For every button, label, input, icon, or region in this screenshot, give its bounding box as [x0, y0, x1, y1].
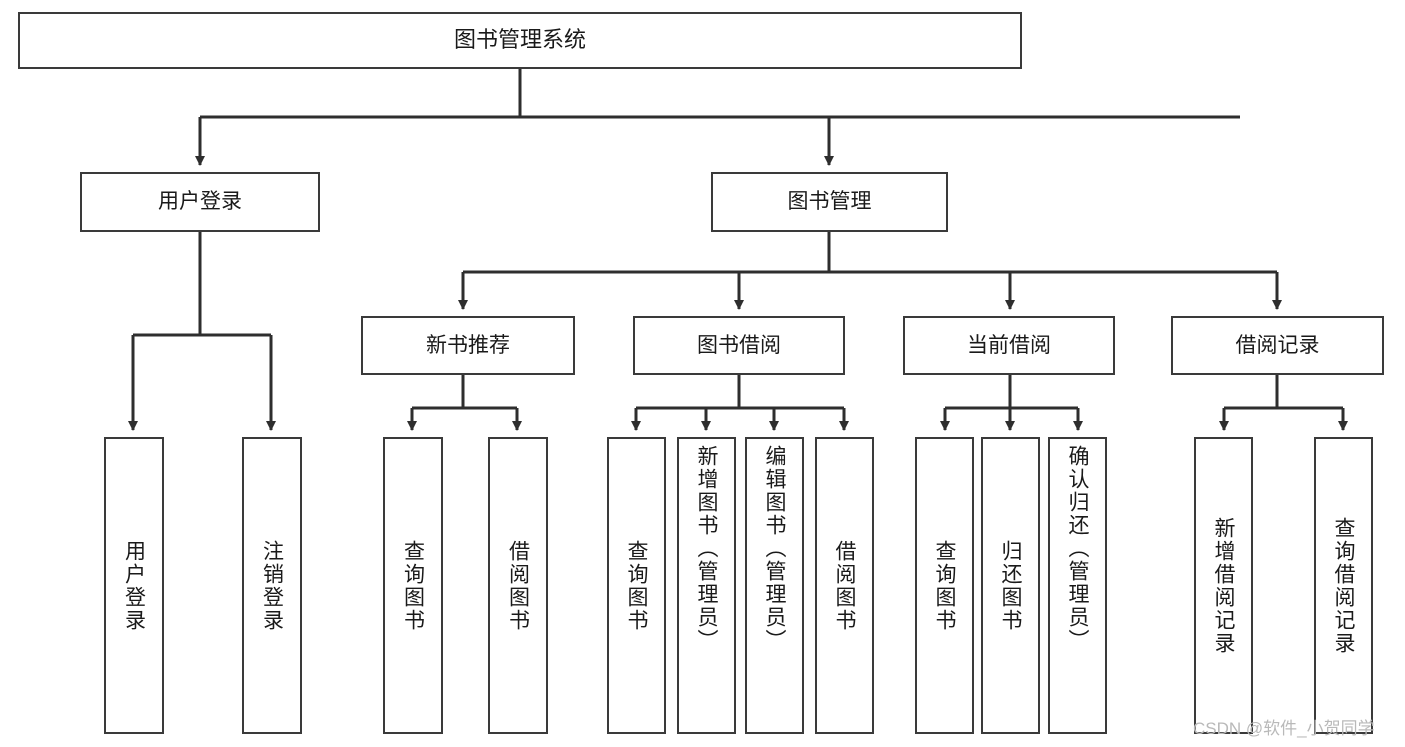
- node-borrow-record-label: 借阅记录: [1235, 333, 1320, 357]
- leaf-user-login[interactable]: 用户登录: [104, 437, 164, 734]
- leaf-logout-login[interactable]: 注销登录: [242, 437, 302, 734]
- connector-group-book-manage: [458, 232, 1282, 310]
- leaf-query-record[interactable]: 查询借阅记录: [1314, 437, 1373, 734]
- node-current-borrow-label: 当前借阅: [967, 333, 1051, 357]
- leaf-logout-login-label: 注销登录: [260, 539, 284, 632]
- leaf-query-book-1-label: 查询图书: [401, 539, 425, 632]
- leaf-confirm-return[interactable]: 确认归还（管理员）: [1048, 437, 1107, 734]
- leaf-add-book[interactable]: 新增图书（管理员）: [677, 437, 736, 734]
- node-borrow-record[interactable]: 借阅记录: [1171, 316, 1384, 375]
- leaf-borrow-book-1[interactable]: 借阅图书: [488, 437, 548, 734]
- leaf-add-record[interactable]: 新增借阅记录: [1194, 437, 1253, 734]
- leaf-add-record-label: 新增借阅记录: [1212, 516, 1235, 655]
- connector-group-new-book: [407, 375, 522, 431]
- csdn-watermark: CSDN @软件_小贺同学: [1193, 719, 1375, 738]
- node-current-borrow[interactable]: 当前借阅: [903, 316, 1115, 375]
- connector-group-borrow-record: [1219, 375, 1348, 431]
- node-root-label: 图书管理系统: [453, 27, 586, 53]
- leaf-query-book-3-label: 查询图书: [933, 539, 956, 632]
- leaf-edit-book[interactable]: 编辑图书（管理员）: [745, 437, 804, 734]
- node-root[interactable]: 图书管理系统: [18, 12, 1022, 69]
- leaf-add-book-label: 新增图书（管理员）: [695, 445, 718, 652]
- node-book-borrow[interactable]: 图书借阅: [633, 316, 845, 375]
- leaf-borrow-book-2-label: 借阅图书: [833, 539, 856, 632]
- connector-group-root: [195, 69, 1240, 166]
- leaf-confirm-return-label: 确认归还（管理员）: [1066, 445, 1089, 652]
- leaf-return-book-label: 归还图书: [999, 539, 1022, 632]
- node-user-login-label: 用户登录: [158, 190, 242, 214]
- connector-group-current-borrow: [940, 375, 1083, 431]
- leaf-query-record-label: 查询借阅记录: [1332, 516, 1355, 655]
- connector-group-book-borrow: [631, 375, 849, 431]
- leaf-borrow-book-2[interactable]: 借阅图书: [815, 437, 874, 734]
- node-book-borrow-label: 图书借阅: [697, 333, 781, 357]
- connector-group-user-login: [128, 232, 276, 431]
- node-new-book-recommend[interactable]: 新书推荐: [361, 316, 575, 375]
- node-user-login[interactable]: 用户登录: [80, 172, 320, 232]
- node-new-book-recommend-label: 新书推荐: [426, 333, 510, 357]
- leaf-query-book-3[interactable]: 查询图书: [915, 437, 974, 734]
- leaf-query-book-1[interactable]: 查询图书: [383, 437, 443, 734]
- leaf-query-book-2[interactable]: 查询图书: [607, 437, 666, 734]
- node-book-manage[interactable]: 图书管理: [711, 172, 948, 232]
- leaf-user-login-label: 用户登录: [122, 539, 146, 632]
- leaf-query-book-2-label: 查询图书: [625, 539, 648, 632]
- leaf-borrow-book-1-label: 借阅图书: [506, 539, 530, 632]
- node-book-manage-label: 图书管理: [787, 190, 872, 214]
- leaf-return-book[interactable]: 归还图书: [981, 437, 1040, 734]
- leaf-edit-book-label: 编辑图书（管理员）: [763, 445, 786, 652]
